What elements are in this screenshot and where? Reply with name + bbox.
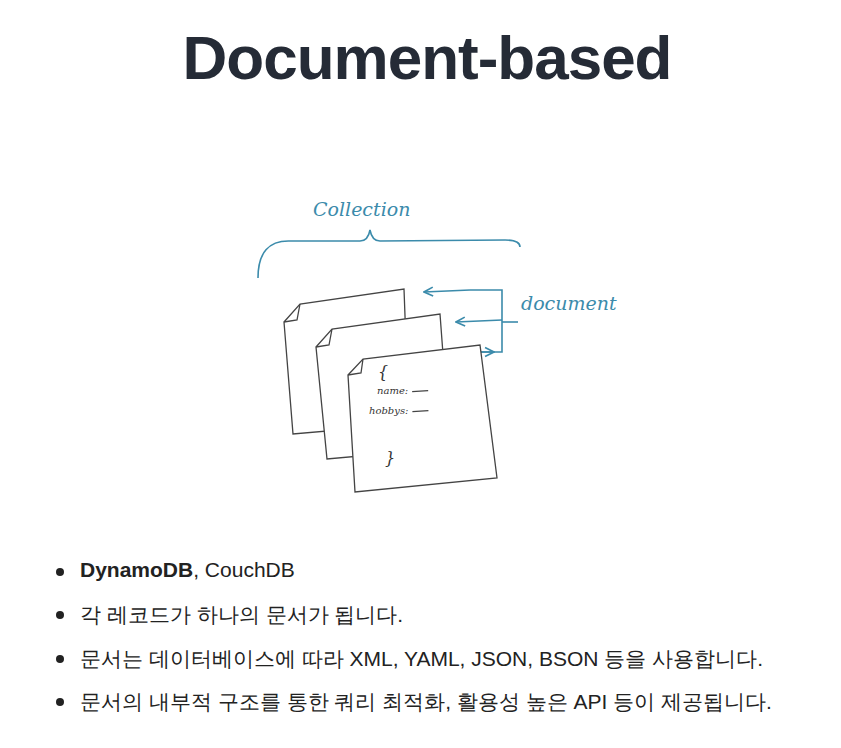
bullet-text: 각 레코드가 하나의 문서가 됩니다. <box>80 603 403 626</box>
value-dash <box>412 391 428 392</box>
bullet-text: , CouchDB <box>193 558 295 581</box>
value-dash <box>412 411 428 412</box>
bullet-item: 문서는 데이터베이스에 따라 XML, YAML, JSON, BSON 등을 … <box>80 645 763 673</box>
document-field: name: <box>377 385 408 396</box>
bullet-item: 문서의 내부적 구조를 통한 쿼리 최적화, 활용성 높은 API 등이 제공됩… <box>80 688 772 716</box>
bullet-text: 문서는 데이터베이스에 따라 XML, YAML, JSON, BSON 등을 … <box>80 647 763 670</box>
document-field: } <box>385 449 395 468</box>
bullet-item: 각 레코드가 하나의 문서가 됩니다. <box>80 601 403 629</box>
page-title: Document-based <box>183 22 672 93</box>
database-name-bold: DynamoDB <box>80 558 193 581</box>
document-field: { <box>378 363 388 382</box>
document-field: hobbys: <box>369 405 408 416</box>
paper-outline <box>345 343 501 495</box>
bullet-dots <box>56 568 64 706</box>
bullet-text: 문서의 내부적 구조를 통한 쿼리 최적화, 활용성 높은 API 등이 제공됩… <box>80 690 772 713</box>
document-label: document <box>521 292 617 314</box>
paper-border <box>348 345 497 492</box>
document-bracket <box>424 290 518 352</box>
collection-brace <box>258 230 520 278</box>
bullet-item: DynamoDB, CouchDB <box>80 558 295 582</box>
paper-fold <box>348 359 363 375</box>
document-paper: { name: hobbys:} <box>345 343 501 495</box>
collection-label: Collection <box>313 198 410 220</box>
